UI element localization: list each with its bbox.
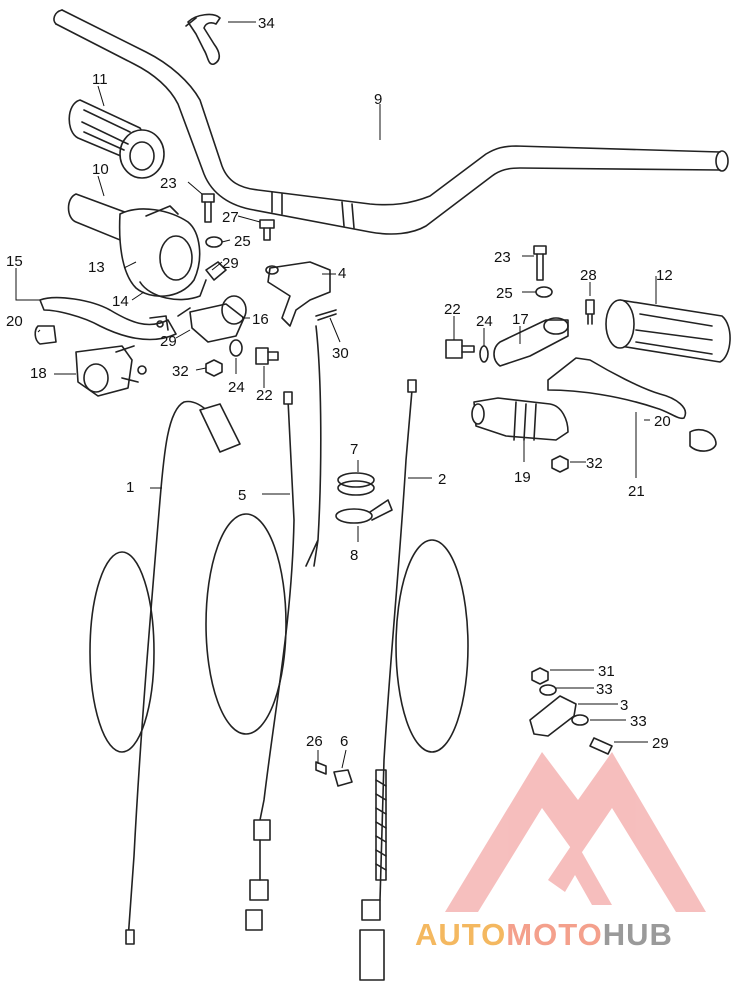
callout-31: 31 <box>598 663 615 680</box>
clamp-part-3 <box>529 695 577 737</box>
callout-26: 26 <box>306 733 323 750</box>
screw-part-30 <box>315 309 337 321</box>
throttle-assembly-part-10-13 <box>67 193 201 297</box>
callout-29-left: 29 <box>160 333 177 350</box>
callout-23-right: 23 <box>494 249 511 266</box>
callout-15: 15 <box>6 253 23 270</box>
automotohub-logo <box>445 752 706 912</box>
callout-30: 30 <box>332 345 349 362</box>
callout-9: 9 <box>374 91 382 108</box>
callout-6: 6 <box>340 733 348 750</box>
clamp-part-6 <box>333 769 353 787</box>
bolt-part-27 <box>259 219 275 241</box>
callout-29-top: 29 <box>222 255 239 272</box>
washer-part-33-top <box>539 684 557 696</box>
callout-28: 28 <box>580 267 597 284</box>
screw-part-26 <box>315 761 327 775</box>
cable-part-5 <box>205 391 295 931</box>
cable-part-1 <box>89 400 241 945</box>
callout-29-right: 29 <box>652 735 669 752</box>
watermark-text-moto: MOTO <box>506 917 603 952</box>
callout-20-left: 20 <box>6 313 23 330</box>
callout-7: 7 <box>350 441 358 458</box>
callout-24-left: 24 <box>228 379 245 396</box>
callout-21: 21 <box>628 483 645 500</box>
callout-25-left: 25 <box>234 233 251 250</box>
washer-part-33-bottom <box>571 714 589 726</box>
bolt-part-29-right <box>589 737 613 755</box>
callout-3: 3 <box>620 697 628 714</box>
callout-2: 2 <box>438 471 446 488</box>
nut-part-31 <box>531 667 549 685</box>
washer-part-25-left <box>205 236 223 248</box>
wire-part-30 <box>305 325 322 567</box>
handlebar-part-9 <box>53 9 729 235</box>
adjuster-part-22-left <box>255 347 279 365</box>
lever-bracket-part-17 <box>493 317 569 367</box>
screw-part-28 <box>585 299 595 325</box>
leader-lines <box>15 21 657 769</box>
switch-part-19 <box>471 397 569 441</box>
right-grip-part-12 <box>605 299 731 363</box>
callout-33-top: 33 <box>596 681 613 698</box>
washer-part-24-right <box>479 345 489 363</box>
nut-part-32-left <box>205 359 223 377</box>
callout-22-right: 22 <box>444 301 461 318</box>
watermark-text: AUTOMOTOHUB <box>415 917 673 957</box>
callout-17: 17 <box>512 311 529 328</box>
callout-27: 27 <box>222 209 239 226</box>
callout-32-left: 32 <box>172 363 189 380</box>
lever-cap-part-20-left <box>34 325 57 345</box>
callout-1: 1 <box>126 479 134 496</box>
callout-19: 19 <box>514 469 531 486</box>
callout-13: 13 <box>88 259 105 276</box>
callout-20-right: 20 <box>654 413 671 430</box>
callout-11: 11 <box>92 71 108 88</box>
clip-part-34 <box>185 13 221 66</box>
callout-4: 4 <box>338 265 346 282</box>
callout-12: 12 <box>656 267 673 284</box>
lever-cap-part-20-right <box>689 428 717 452</box>
rubber-ring-part-7 <box>337 472 375 496</box>
switch-part-18 <box>75 345 147 397</box>
callout-23-left: 23 <box>160 175 177 192</box>
switch-clamp-part-14-16 <box>139 261 247 343</box>
callout-22-left: 22 <box>256 387 273 404</box>
clamp-ring-part-8 <box>335 499 393 524</box>
callout-8: 8 <box>350 547 358 564</box>
bolt-part-23-right <box>533 245 547 281</box>
washer-part-24-left <box>229 339 243 357</box>
left-grip-part-11 <box>68 99 165 179</box>
callout-32-right: 32 <box>586 455 603 472</box>
adjuster-part-22-right <box>445 339 475 359</box>
watermark-text-hub: HUB <box>602 917 673 952</box>
brake-lever-part-21 <box>547 357 687 420</box>
callout-25-right: 25 <box>496 285 513 302</box>
callout-16: 16 <box>252 311 269 328</box>
cable-part-2 <box>359 379 469 981</box>
callout-5: 5 <box>238 487 246 504</box>
callout-33-bottom: 33 <box>630 713 647 730</box>
nut-part-32-right <box>551 455 569 473</box>
callout-24-right: 24 <box>476 313 493 330</box>
callout-14: 14 <box>112 293 129 310</box>
callout-18: 18 <box>30 365 47 382</box>
watermark-text-auto: AUTO <box>415 917 507 952</box>
clutch-lever-part-15 <box>39 296 177 341</box>
callout-34: 34 <box>258 15 275 32</box>
callout-labels: 34 9 11 10 23 27 25 15 13 29 4 14 16 20 … <box>6 15 673 752</box>
bolt-part-23-left <box>201 193 215 223</box>
washer-part-25-right <box>535 286 553 298</box>
holder-part-4 <box>265 261 331 327</box>
callout-10: 10 <box>92 161 109 178</box>
